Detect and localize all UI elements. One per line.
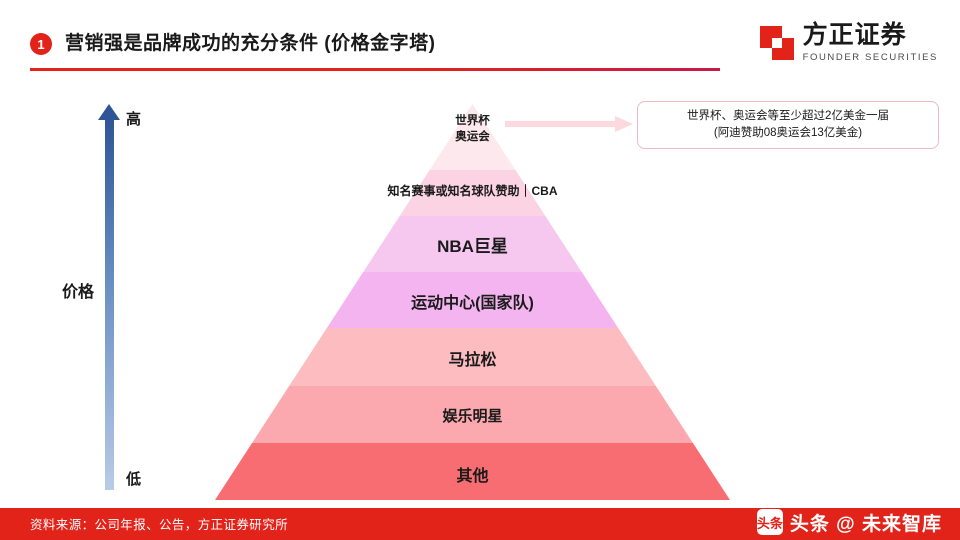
pyramid-tier-6-label: 其他 (456, 468, 489, 485)
axis-title: 价格 (62, 284, 95, 301)
axis-label-low: 低 (126, 471, 142, 488)
pyramid-tier-2: NBA巨星 (215, 216, 730, 272)
pyramid-tier-3: 运动中心(国家队) (215, 272, 730, 328)
axis-label-high: 高 (126, 111, 142, 128)
price-pyramid: 世界杯 奥运会 知名赛事或知名球队赞助｜CBA NBA巨星 运动中心(国家队) … (215, 104, 730, 500)
header-divider (30, 68, 720, 71)
page-title: 营销强是品牌成功的充分条件 (价格金字塔) (65, 33, 436, 54)
toutiao-icon: 头条 (756, 509, 783, 535)
pyramid-tier-0-label-line1: 世界杯 (455, 115, 490, 127)
pyramid-tier-5: 娱乐明星 (215, 386, 730, 443)
callout-box: 世界杯、奥运会等至少超过2亿美金一届 (阿迪赞助08奥运会13亿美金) (637, 101, 939, 149)
callout-arrow-icon (505, 116, 633, 132)
pyramid-tier-0-label-line2: 奥运会 (455, 131, 490, 143)
slide-header: 1 营销强是品牌成功的充分条件 (价格金字塔) 方正证券 FOUNDER SEC… (0, 0, 960, 84)
callout-line-2: (阿迪赞助08奥运会13亿美金) (713, 127, 863, 139)
founder-securities-logo: 方正证券 FOUNDER SECURITIES (759, 20, 938, 66)
footer-bar (0, 508, 960, 540)
pyramid-tier-4: 马拉松 (215, 328, 730, 386)
logo-mark-icon (759, 26, 794, 60)
logo-text-en: FOUNDER SECURITIES (802, 52, 938, 64)
pyramid-tier-1-label: 知名赛事或知名球队赞助｜CBA (387, 184, 558, 198)
header-number-badge: 1 (30, 33, 52, 55)
pyramid-tier-5-label: 娱乐明星 (442, 408, 503, 425)
pyramid-tier-3-label: 运动中心(国家队) (411, 295, 534, 312)
callout-line-1: 世界杯、奥运会等至少超过2亿美金一届 (687, 110, 889, 123)
pyramid-tier-4-label: 马拉松 (448, 352, 497, 369)
pyramid-tier-0: 世界杯 奥运会 (215, 104, 730, 170)
watermark: 头条 头条 @ 未来智库 (756, 505, 942, 539)
source-note: 资料来源：公司年报、公告，方正证券研究所 (30, 518, 289, 532)
pyramid-tier-1: 知名赛事或知名球队赞助｜CBA (215, 170, 730, 216)
pyramid-tier-6: 其他 (215, 443, 730, 500)
pyramid-tier-2-label: NBA巨星 (437, 237, 508, 256)
logo-text-cn: 方正证券 (802, 21, 907, 50)
axis-arrow-icon (98, 104, 120, 120)
price-axis (105, 118, 114, 490)
watermark-text: 头条 @ 未来智库 (789, 513, 942, 535)
